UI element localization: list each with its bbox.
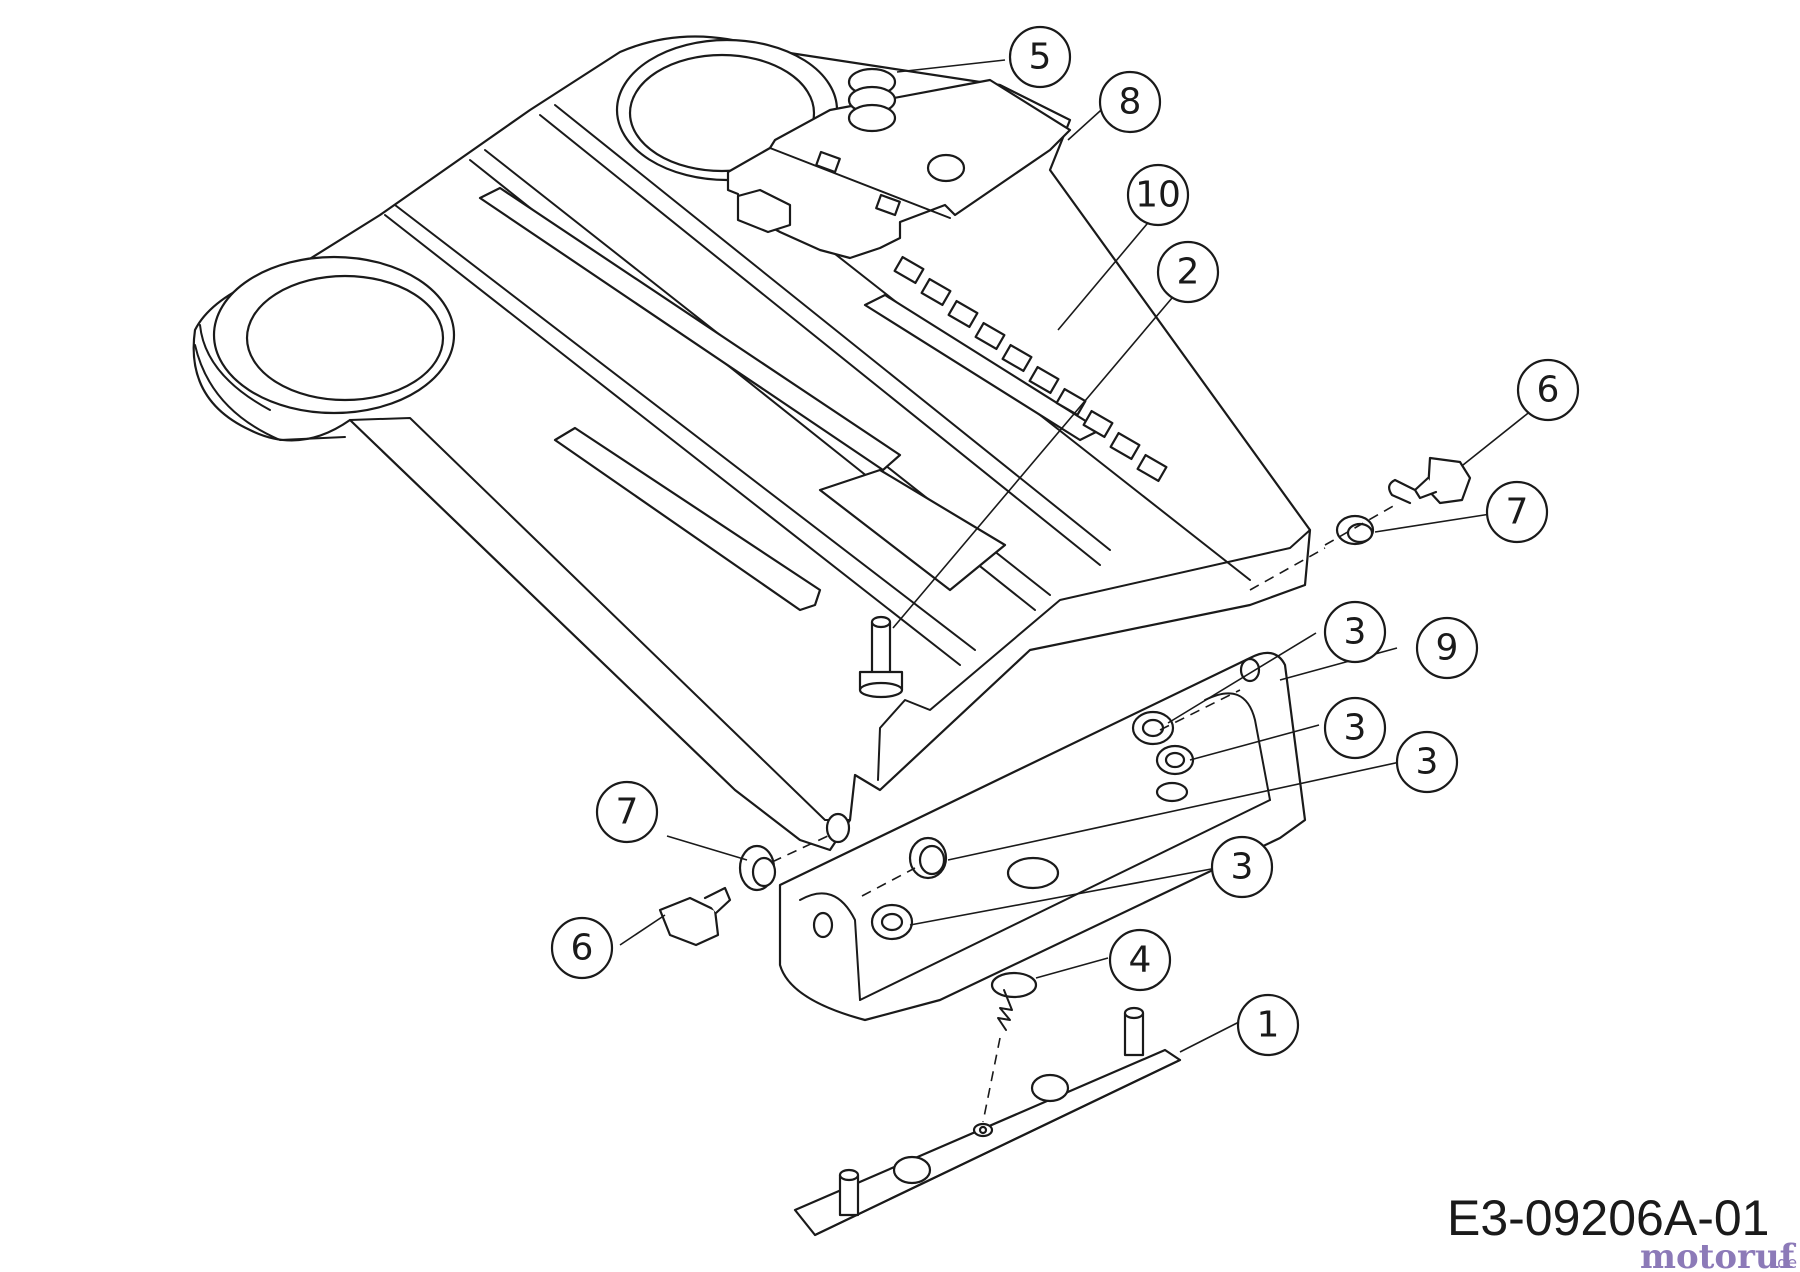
watermark-logo: motoruf .de <box>1640 1237 1797 1272</box>
bolt-lower <box>658 886 732 947</box>
callout-label: 3 <box>1416 742 1439 783</box>
callout-label: 8 <box>1119 82 1142 123</box>
callout-7-upper: 7 <box>1485 480 1549 544</box>
callout-2: 2 <box>1156 240 1220 304</box>
screw <box>990 971 1038 1031</box>
assembly-axes <box>771 504 1396 1123</box>
drawing-number: E3-09206A-01 <box>1447 1190 1769 1246</box>
callout-label: 7 <box>616 792 639 833</box>
latch-plate <box>726 78 1072 260</box>
callout-3-b: 3 <box>1323 696 1387 760</box>
callout-label: 5 <box>1029 37 1052 78</box>
nut-upper <box>1131 710 1175 746</box>
callout-6-lower: 6 <box>550 916 614 980</box>
callout-label: 9 <box>1436 628 1459 669</box>
callout-10: 10 <box>1126 163 1190 227</box>
pin <box>858 615 904 699</box>
callout-6-upper: 6 <box>1516 358 1580 422</box>
callout-label: 3 <box>1231 847 1254 888</box>
callout-5: 5 <box>1008 25 1072 89</box>
callout-1: 1 <box>1236 993 1300 1057</box>
callout-label: 6 <box>571 928 594 969</box>
callout-label: 2 <box>1177 252 1200 293</box>
callout-label: 3 <box>1344 708 1367 749</box>
callout-4: 4 <box>1108 928 1172 992</box>
callout-9: 9 <box>1415 616 1479 680</box>
callout-label: 6 <box>1537 370 1560 411</box>
callout-8: 8 <box>1098 70 1162 134</box>
callout-7-lower: 7 <box>595 780 659 844</box>
spring <box>847 67 897 133</box>
bolt-upper <box>1388 456 1472 505</box>
watermark-text: motoruf <box>1640 1237 1797 1272</box>
callout-label: 1 <box>1257 1005 1280 1046</box>
base-plate <box>793 1006 1182 1237</box>
watermark-suffix: .de <box>1772 1253 1797 1272</box>
bushing-upper <box>1335 514 1375 546</box>
washer <box>908 836 948 880</box>
callout-label: 4 <box>1129 940 1152 981</box>
callout-label: 3 <box>1344 612 1367 653</box>
callout-3-a: 3 <box>1323 600 1387 664</box>
callout-label: 7 <box>1506 492 1529 533</box>
nut-mid <box>1155 744 1195 776</box>
callout-label: 10 <box>1135 175 1181 216</box>
callout-3-c: 3 <box>1395 730 1459 794</box>
bushing-lower <box>738 844 777 892</box>
callout-3-d: 3 <box>1210 835 1274 899</box>
nut-lower <box>870 903 914 941</box>
